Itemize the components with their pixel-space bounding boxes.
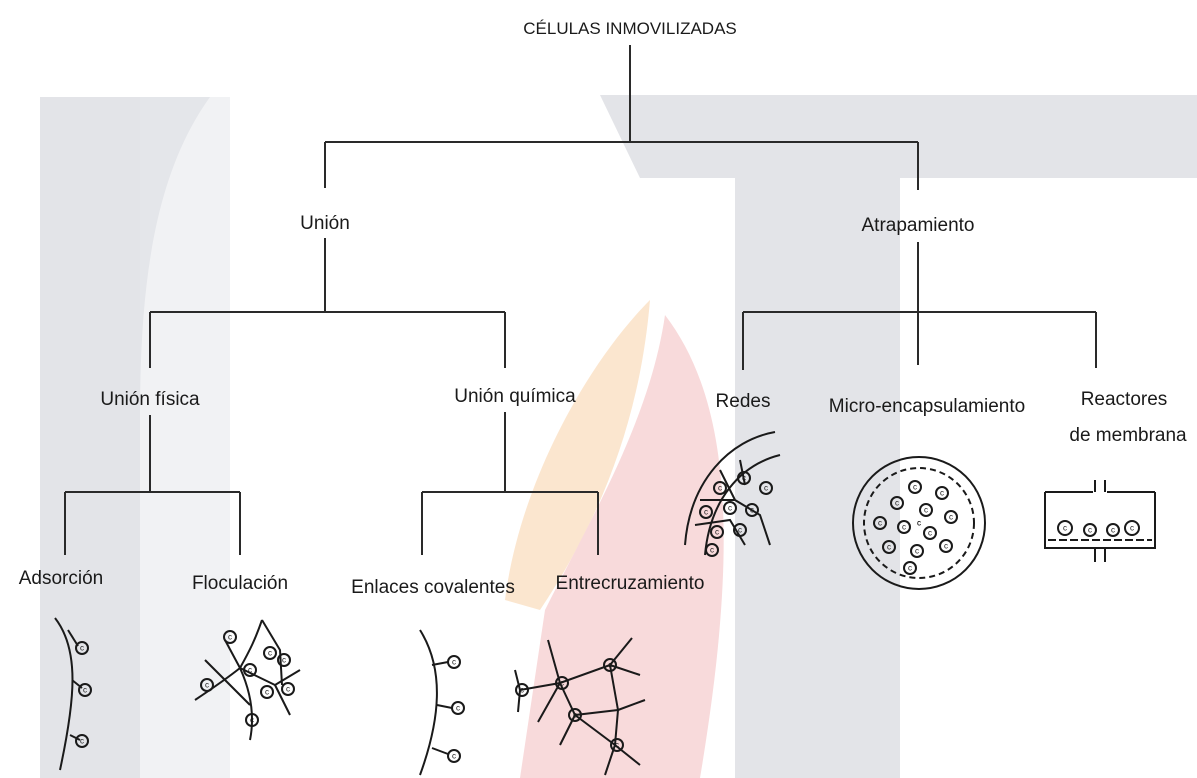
cell-glyph: c [715,528,719,537]
cell-glyph: c [718,484,722,493]
cell-glyph: c [902,523,906,532]
cell-glyph: c [764,484,768,493]
cell-glyph: c [265,688,269,697]
cell-glyph: c [80,737,84,746]
cell-glyph: c [710,546,714,555]
node-floculacion: Floculación [192,572,288,596]
cell-glyph: c [452,752,456,761]
cell-glyph: c [228,633,232,642]
cell-glyph: c [205,681,209,690]
cell-glyph: c [913,483,917,492]
node-reactores-line2: de membrana [1069,424,1186,448]
cell-glyph: c [940,489,944,498]
cell-glyph: c [250,716,254,725]
cell-glyph: c [917,519,921,528]
cell-glyph: c [1111,526,1115,535]
diagram-title: CÉLULAS INMOVILIZADAS [523,17,737,41]
cell-glyph: c [573,711,577,720]
cell-glyph: c [520,686,524,695]
cell-glyph: c [1130,524,1134,533]
cell-glyph: c [608,661,612,670]
cell-glyph: c [286,685,290,694]
cell-glyph: c [83,686,87,695]
cell-glyph: c [908,564,912,573]
cell-glyph: c [1063,524,1067,533]
node-entrecruzamiento: Entrecruzamiento [556,572,705,596]
cell-glyph: c [887,543,891,552]
cell-glyph: c [895,499,899,508]
enlaces-covalentes-illustration: c c c [420,630,464,775]
cell-glyph: c [80,644,84,653]
node-adsorcion: Adsorción [19,567,104,591]
cell-glyph: c [742,474,746,483]
cell-glyph: c [738,526,742,535]
cell-glyph: c [915,547,919,556]
cell-glyph: c [704,508,708,517]
node-micro-encapsulamiento: Micro-encapsulamiento [829,395,1025,419]
cell-glyph: c [560,679,564,688]
entrecruzamiento-illustration: c c c c c [515,638,645,775]
node-union: Unión [300,212,350,236]
cell-glyph: c [282,656,286,665]
node-reactores-line1: Reactores [1081,388,1168,412]
cell-glyph: c [248,666,252,675]
cell-glyph: c [615,741,619,750]
cell-glyph: c [452,658,456,667]
cell-glyph: c [949,513,953,522]
adsorcion-illustration: c c c [55,618,91,770]
node-atrapamiento: Atrapamiento [861,214,974,238]
cell-glyph: c [928,529,932,538]
node-union-fisica: Unión física [100,388,199,412]
cell-glyph: c [268,649,272,658]
cell-glyph: c [924,506,928,515]
floculacion-illustration: c c c c c c c c [195,620,300,740]
node-redes: Redes [716,390,771,414]
cell-glyph: c [456,704,460,713]
cell-glyph: c [728,504,732,513]
cell-glyph: c [1088,526,1092,535]
node-enlaces-covalentes: Enlaces covalentes [351,576,515,600]
cell-glyph: c [750,506,754,515]
cell-glyph: c [878,519,882,528]
cell-glyph: c [944,542,948,551]
node-union-quimica: Unión química [454,385,575,409]
